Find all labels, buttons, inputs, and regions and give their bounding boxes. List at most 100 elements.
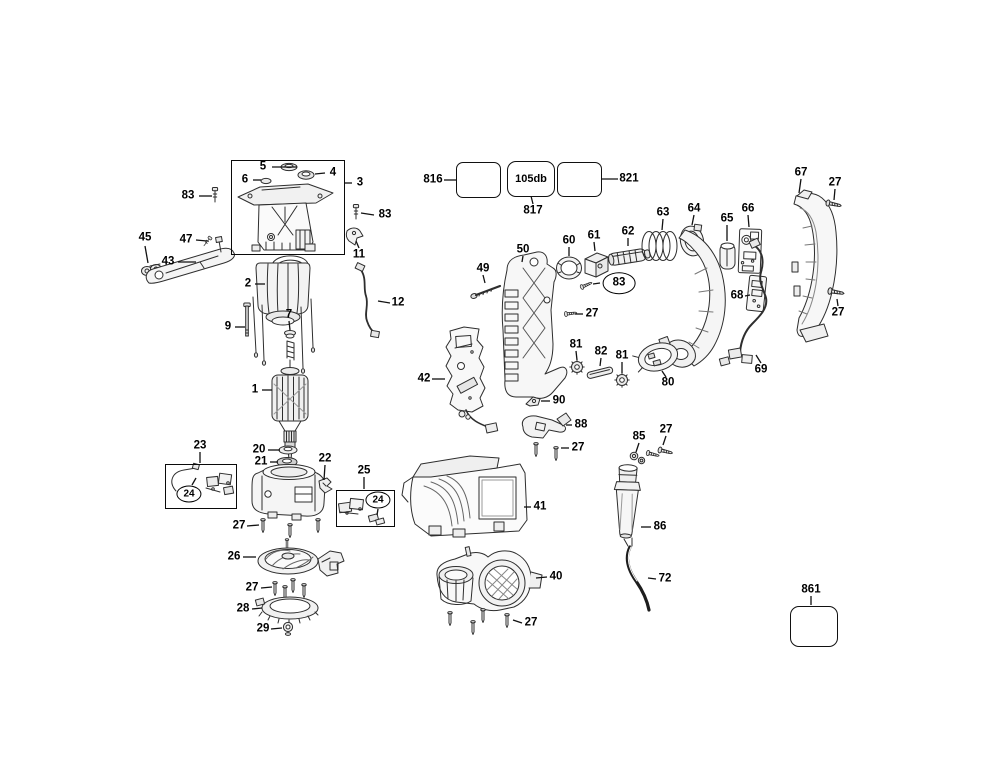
callout-40: 40 [549,570,563,583]
ring-gear-28-drawing [254,596,319,625]
plug-6-drawing [260,177,272,185]
wire-12-drawing [354,262,380,339]
callout-26: 26 [227,550,241,563]
callout-29: 29 [256,622,270,635]
callout-24: 24 [365,491,391,509]
group-box-3 [231,160,345,255]
callout-83: 83 [181,189,195,202]
washer-spring-7-drawing [284,330,296,369]
callout-28: 28 [236,602,250,615]
group-box-23 [165,464,237,509]
callout-11: 11 [352,248,366,261]
clip-22-drawing [318,477,333,494]
screw-47-drawing [202,235,213,248]
callout-50: 50 [516,243,530,256]
callout-5: 5 [259,160,267,173]
callout-47: 47 [179,233,193,246]
gear-housing-drawing [251,464,326,521]
callout-4: 4 [329,166,337,179]
washer-20-drawing [278,445,298,455]
callout-9: 9 [224,320,232,333]
switch-66-drawing [737,228,763,274]
callout-27: 27 [828,176,842,189]
cylinder-62-drawing [608,248,651,266]
fan-housing-40-drawing [436,546,543,612]
bolt-9-drawing [243,302,251,337]
callout-27: 27 [571,441,585,454]
noise-rating-box: 105db [507,161,555,197]
callout-12: 12 [391,296,405,309]
callout-83: 83 [602,272,636,294]
callout-49: 49 [476,262,490,275]
cord-boot-86-drawing [613,464,641,539]
callout-27: 27 [524,616,538,629]
handle-cover-67-drawing [791,189,838,343]
cord-72-drawing [623,537,651,612]
sticker-821-box [557,162,602,197]
shroud-41-drawing [401,455,528,538]
fan-26-drawing [257,547,345,577]
callout-81: 81 [569,338,583,351]
callout-42: 42 [417,372,431,385]
part-65-drawing [719,242,736,270]
callout-861: 861 [801,583,821,596]
group-box-25 [336,490,395,527]
callout-27: 27 [585,307,599,320]
callout-45: 45 [138,231,152,244]
callout-41: 41 [533,500,547,513]
callout-20: 20 [252,443,266,456]
callout-67: 67 [794,166,808,179]
callout-61: 61 [587,229,601,242]
screw-83-right-drawing [352,204,360,220]
pin-82-drawing [586,366,614,379]
module-42-drawing [445,326,499,434]
screw-83-left-drawing [211,187,219,203]
callout-82: 82 [594,345,608,358]
brush-kit-23-drawing [171,462,235,496]
callout-21: 21 [254,455,268,468]
callout-24: 24 [176,485,202,503]
ring-60-drawing [556,256,582,280]
callout-83: 83 [378,208,392,221]
clip-11-drawing [345,227,364,246]
nut-85-drawing [629,451,646,465]
callout-60: 60 [562,234,576,247]
callout-90: 90 [552,394,566,407]
sticker-816-box [456,162,501,198]
callout-27: 27 [831,306,845,319]
motor-housing-50-drawing [501,251,568,399]
wire-harness-69-drawing [718,237,768,367]
housing-top-drawing [237,183,334,252]
ring-80-drawing [632,342,679,373]
callout-6: 6 [241,173,249,186]
callout-27: 27 [659,423,673,436]
bolt-49-drawing [470,284,502,299]
callout-72: 72 [658,572,672,585]
callout-68: 68 [730,289,744,302]
callout-66: 66 [741,202,755,215]
callout-88: 88 [574,418,588,431]
bushing-4-drawing [297,170,315,180]
callout-62: 62 [621,225,635,238]
callout-86: 86 [653,520,667,533]
callout-23: 23 [193,439,207,452]
callout-816: 816 [423,173,443,186]
callout-27: 27 [245,581,259,594]
callout-27: 27 [232,519,246,532]
armature-1-drawing [271,367,309,466]
callout-817: 817 [523,204,543,217]
bracket-88-drawing [521,412,572,439]
noise-rating-text: 105db [515,173,547,185]
field-coil-2-drawing [252,255,316,374]
callout-22: 22 [318,452,332,465]
lever-43-drawing [145,236,235,284]
callout-43: 43 [161,255,175,268]
callout-63: 63 [656,206,670,219]
clip-90-drawing [525,396,541,407]
callout-7: 7 [285,308,293,321]
callout-25: 25 [357,464,371,477]
callout-80: 80 [661,376,675,389]
block-61-drawing [584,252,609,278]
callout-2: 2 [244,277,252,290]
